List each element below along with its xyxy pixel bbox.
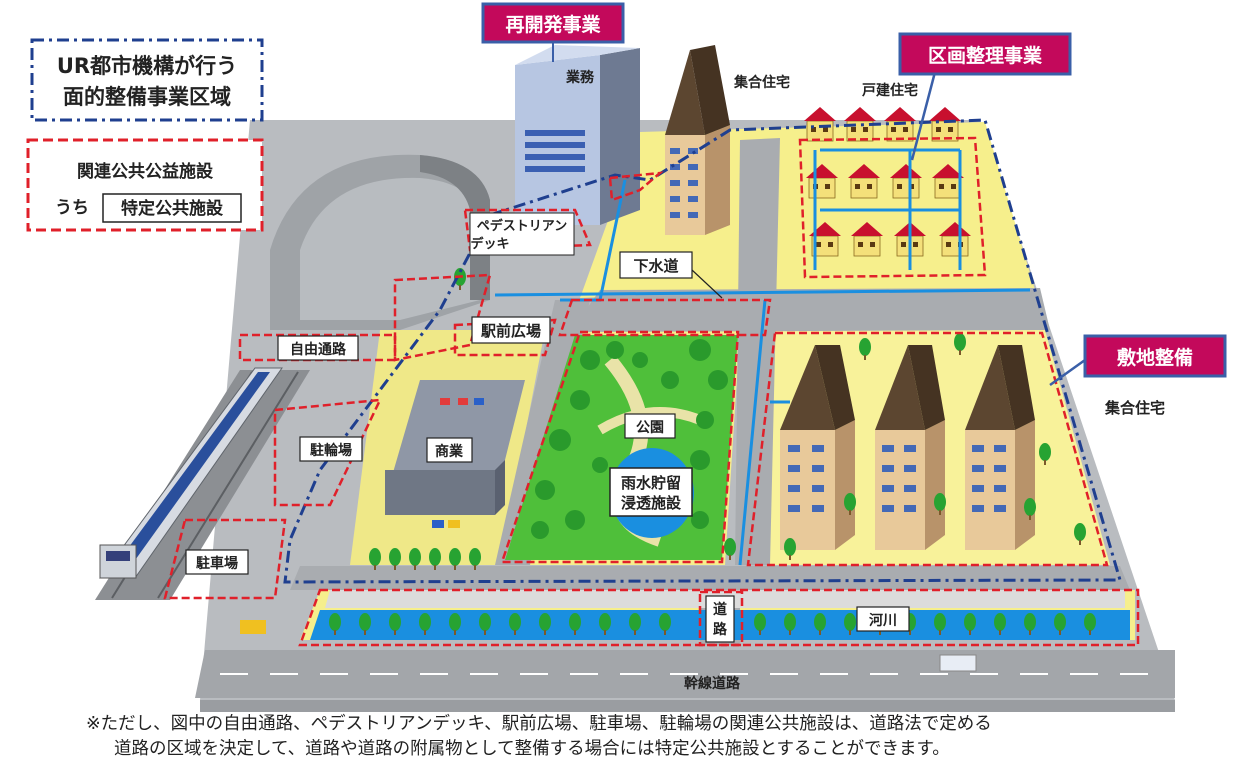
legend-area-line1: UR都市機構が行う — [57, 54, 237, 78]
legend-area-box — [30, 38, 264, 122]
sewer-lines — [494, 148, 1031, 566]
scene-labels: 業務 集合住宅 戸建住宅 集合住宅 — [565, 69, 1165, 417]
label-arterial-road: 幹線道路 — [684, 675, 741, 692]
label-bicycle-parking: 駐輪場 — [310, 442, 352, 459]
callout-site-development-box — [1083, 334, 1227, 378]
apartment-tower-top — [665, 45, 730, 235]
callout-redevelopment-box — [481, 2, 625, 44]
label-office: 業務 — [565, 69, 595, 86]
footnote-line1: ※ただし、図中の自由通路、ペデストリアンデッキ、駅前広場、駐車場、駐輪場の関連公… — [86, 714, 992, 734]
callout-redevelopment: 再開発事業 — [505, 13, 601, 36]
label-road-2: 路 — [713, 621, 728, 638]
label-apartment-right: 集合住宅 — [1104, 399, 1165, 417]
label-rain-storage-2: 浸透施設 — [621, 494, 682, 512]
label-detached-housing: 戸建住宅 — [862, 82, 918, 99]
boundary-area — [283, 118, 1123, 584]
station-building — [270, 154, 490, 330]
label-apartment-top: 集合住宅 — [733, 74, 790, 91]
label-station-plaza: 駅前広場 — [480, 322, 541, 340]
label-parking: 駐車場 — [196, 555, 238, 572]
legend-specified-label: 特定公共施設 — [121, 198, 224, 219]
legend: UR都市機構が行う 面的整備事業区域 関連公共公益施設 うち 特定公共施設 — [26, 38, 264, 232]
label-sewer: 下水道 — [633, 257, 678, 275]
legend-area-line2: 面的整備事業区域 — [63, 85, 231, 109]
label-road-1: 道 — [713, 601, 727, 618]
label-park: 公園 — [636, 420, 664, 436]
label-rain-storage-1: 雨水貯留 — [621, 474, 681, 492]
label-pedestrian-deck-1: ペデストリアン — [477, 218, 567, 234]
label-river: 河川 — [869, 612, 897, 629]
callout-land-readjustment: 区画整理事業 — [928, 44, 1043, 67]
label-commercial: 商業 — [435, 443, 464, 460]
legend-facility-line1: 関連公共公益施設 — [77, 161, 214, 182]
train — [99, 367, 283, 579]
footnote-line2: 道路の区域を決定して、道路や道路の附属物として整備する場合には特定公共施設とする… — [114, 739, 950, 759]
boxed-labels: ペデストリアン デッキ 下水道 自由通路 駅前広場 駐輪場 商業 公園 雨水貯留… — [185, 212, 910, 692]
legend-facility-prefix: うち — [55, 198, 89, 218]
label-free-passage: 自由通路 — [290, 341, 347, 358]
legend-specified-box — [102, 193, 242, 223]
footnote: ※ただし、図中の自由通路、ペデストリアンデッキ、駅前広場、駐車場、駐輪場の関連公… — [86, 712, 1226, 762]
callout-site-development: 敷地整備 — [1117, 346, 1193, 369]
callouts: 再開発事業 区画整理事業 敷地整備 — [481, 2, 1227, 387]
apartment-towers-right — [780, 345, 1035, 550]
callout-land-readjustment-box — [898, 32, 1072, 76]
label-pedestrian-deck-2: デッキ — [470, 236, 509, 252]
